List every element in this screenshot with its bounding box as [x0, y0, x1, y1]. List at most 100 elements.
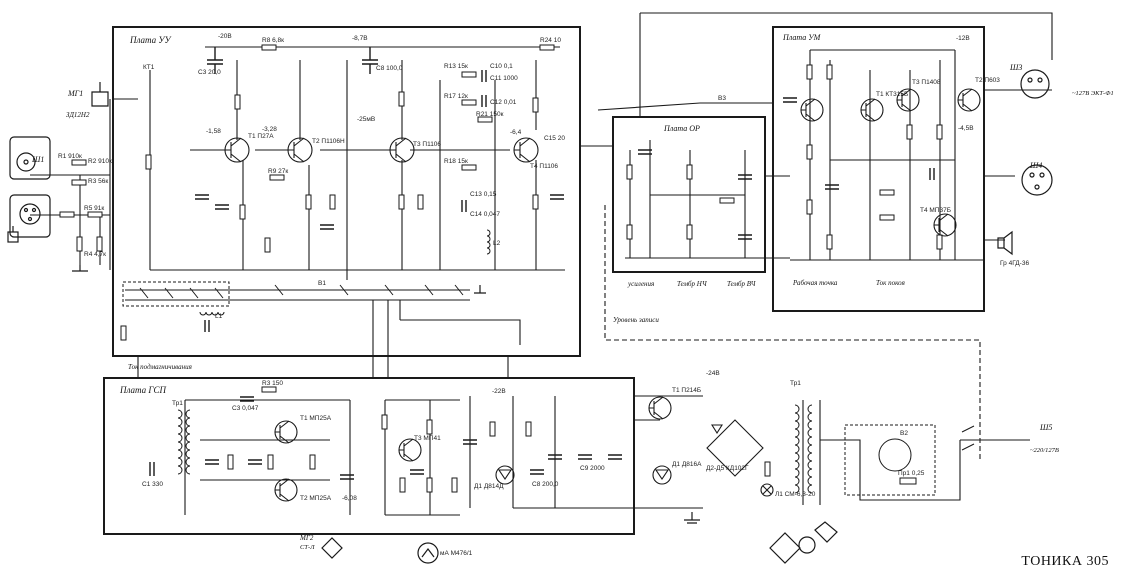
mains-selector: [844, 424, 975, 496]
capacitor: [578, 454, 592, 460]
resistor: [87, 211, 103, 218]
resistor: [879, 189, 895, 196]
record-head-mg1: [91, 82, 109, 107]
capacitor: [638, 149, 652, 155]
resistor: [686, 164, 693, 180]
control-record-level: Уровень записи: [613, 316, 659, 324]
resistor: [305, 194, 312, 210]
v-uu-c8: -8,7В: [352, 35, 368, 42]
board-um-title: Плата УМ: [782, 33, 822, 42]
sh5-label: Ш5: [1039, 423, 1052, 432]
c15-label: С15 20: [544, 135, 565, 142]
transistor-t1-gsp: [274, 420, 298, 444]
capacitor: [783, 97, 797, 103]
resistor: [525, 421, 532, 437]
board-or-title: Плата ОР: [663, 124, 700, 133]
sh3-label: Ш3: [1009, 63, 1022, 72]
t-psu-label: Т1 П214Б: [672, 387, 701, 394]
labels: МГ1 ЗД12Н2 Ш1 Ш3 ~127В ЭКТ-Ф1 Ш4 Ш5 ~220…: [31, 33, 1114, 557]
resistor: [626, 164, 633, 180]
r13-label: R13 15к: [444, 63, 468, 70]
sh1-label: Ш1: [31, 155, 44, 164]
resistor: [59, 211, 75, 218]
r9-label: R9 27к: [268, 168, 288, 175]
capacitor: [320, 224, 334, 230]
c3-label: С3 20,0: [198, 69, 221, 76]
c11-label: С11 1000: [490, 75, 518, 82]
v-gsp: -22В: [492, 388, 506, 395]
mains-note: ~220/127В: [1030, 447, 1059, 454]
resistor: [626, 224, 633, 240]
t4-um-label: Т4 МП37Б: [920, 207, 951, 214]
resistor: [417, 194, 424, 210]
resistor: [426, 419, 433, 435]
v-um-sub: -4,5В: [958, 125, 974, 132]
resistor: [261, 44, 277, 51]
tr-gsp-label: Тр1: [172, 400, 183, 407]
transistor-t5-um: [860, 98, 884, 122]
mg1-type-label: ЗД12Н2: [66, 111, 90, 119]
mains-switch: [961, 425, 975, 451]
coil-l2: [486, 229, 491, 255]
t2-uu-label: Т2 П1106Н: [312, 138, 345, 145]
resistor: [461, 99, 477, 106]
board-gsp-outline: [103, 377, 635, 535]
capacitor: [195, 194, 209, 200]
speaker-icon: [997, 230, 1013, 256]
resistor: [264, 237, 271, 253]
b2-label: В2: [900, 430, 908, 437]
connector-sh1: [9, 136, 51, 180]
capacitor: [463, 439, 477, 445]
resistor: [145, 154, 152, 170]
transistor-t2-gsp: [274, 478, 298, 502]
d-gsp-label: Д1 Д814Д: [474, 483, 504, 490]
l1-label: L1: [215, 313, 223, 320]
resistor: [806, 64, 813, 80]
t1-um-label: Т1 КТ315Б: [876, 91, 908, 98]
resistor: [806, 199, 813, 215]
diode-bridge: [706, 419, 764, 477]
resistor: [451, 477, 458, 493]
resistor: [426, 477, 433, 493]
coil-l1: [199, 311, 225, 316]
sh4-label: Ш4: [1029, 161, 1042, 170]
capacitor: [481, 95, 487, 107]
capacitor: [738, 234, 752, 240]
t3-gsp-label: Т3 МП41: [414, 435, 441, 442]
v-um-main: -12В: [956, 35, 970, 42]
transistor-psu: [648, 396, 672, 420]
transistor-t1-um: [800, 98, 824, 122]
d2-label: Д2-Д5 КД102Г: [706, 465, 749, 472]
resistor: [806, 144, 813, 160]
socket-sh3: [1020, 69, 1050, 99]
control-bass: Тембр НЧ: [677, 280, 708, 288]
capacitor: [550, 194, 564, 200]
transistor-t2-uu: [287, 137, 313, 163]
capacitor: [215, 204, 229, 210]
resistor: [227, 454, 234, 470]
control-quiescent-current: Ток покоя: [876, 279, 905, 287]
resistor: [477, 116, 493, 123]
capacitor: [248, 459, 262, 465]
c9-psu-label: С9 2000: [580, 465, 605, 472]
board-gsp-title: Плата ГСП: [119, 385, 167, 395]
capacitor: [738, 174, 752, 180]
d1-label: Д1 Д816А: [672, 461, 702, 468]
b3-label: В3: [718, 95, 726, 102]
resistor: [764, 461, 771, 477]
model-caption: ТОНИКА 305: [1021, 554, 1109, 569]
meter-icon: [417, 542, 439, 564]
zener-d1-gsp: [495, 465, 515, 485]
transistor-t4-uu: [513, 137, 539, 163]
v-uu-main: -20В: [218, 33, 232, 40]
resistor: [461, 71, 477, 78]
resistor: [329, 194, 336, 210]
resistor: [309, 454, 316, 470]
transistor-t4-um: [933, 213, 957, 237]
gr-label: Гр 4ГД-36: [1000, 260, 1029, 267]
transistor-t3-gsp: [398, 438, 422, 462]
capacitor: [205, 459, 219, 465]
resistor: [539, 44, 555, 51]
resistor: [719, 197, 735, 204]
